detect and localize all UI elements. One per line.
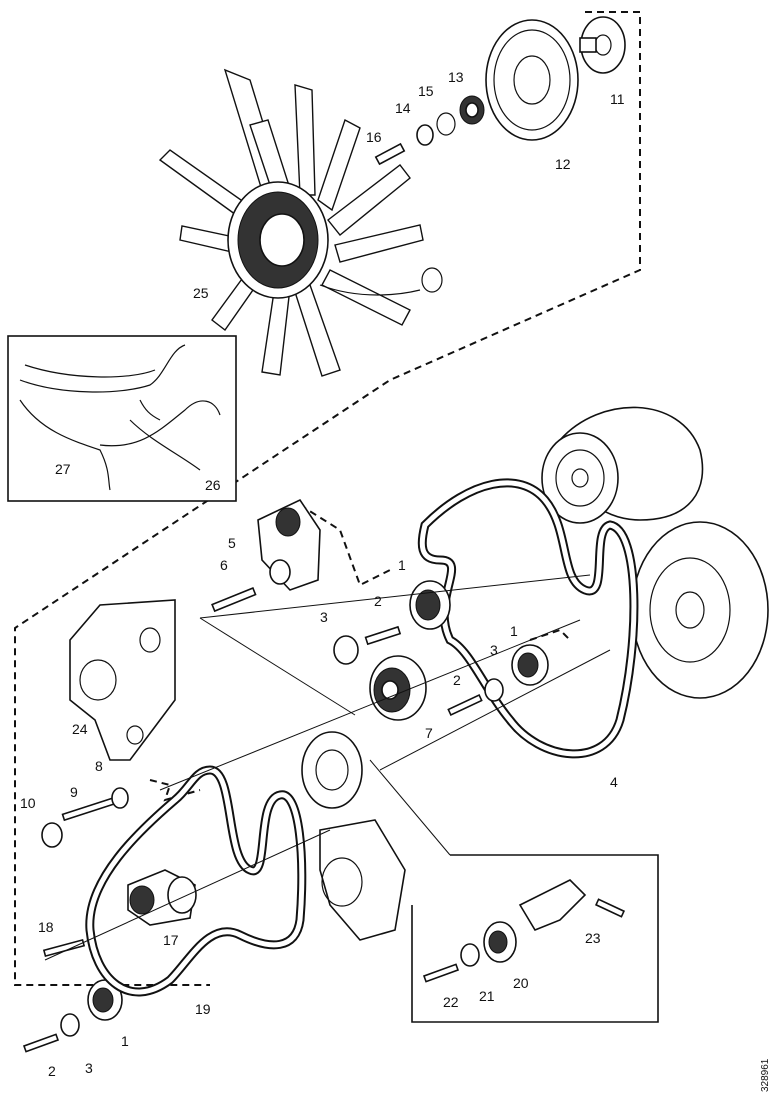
callout-2: 2: [48, 1063, 56, 1079]
callout-26: 26: [205, 477, 221, 493]
cooling-fan: [158, 68, 443, 377]
callout-8: 8: [95, 758, 103, 774]
wiring-harness-inset: [7, 335, 237, 502]
callout-21: 21: [479, 988, 495, 1004]
belt-tensioner-5: [211, 498, 321, 613]
callout-23: 23: [585, 930, 601, 946]
callout-5: 5: [228, 535, 236, 551]
callout-17: 17: [163, 932, 179, 948]
callout-27: 27: [55, 461, 71, 477]
mounting-bracket-24: [41, 599, 176, 848]
callout-24: 24: [72, 721, 88, 737]
leader-lines: [44, 574, 611, 961]
callout-25: 25: [193, 285, 209, 301]
callout-12: 12: [555, 156, 571, 172]
callout-18: 18: [38, 919, 54, 935]
callout-16: 16: [366, 129, 382, 145]
callout-19: 19: [195, 1001, 211, 1017]
callout-11: 11: [610, 91, 625, 107]
callout-9: 9: [70, 784, 78, 800]
callout-10: 10: [20, 795, 36, 811]
fan-pulley-assembly: [374, 16, 626, 166]
callout-1: 1: [398, 557, 406, 573]
callout-4: 4: [610, 774, 618, 790]
idler-pulleys: [22, 580, 549, 1053]
water-pump: [301, 731, 406, 941]
callout-22: 22: [443, 994, 459, 1010]
callout-15: 15: [418, 83, 434, 99]
compressor-and-crank-pulley: [541, 406, 769, 699]
callout-14: 14: [395, 100, 411, 116]
callout-1: 1: [121, 1033, 129, 1049]
drawing-code: 328961: [760, 1058, 771, 1092]
callout-7: 7: [425, 725, 433, 741]
callout-3: 3: [85, 1060, 93, 1076]
callout-1: 1: [510, 623, 518, 639]
callout-3: 3: [490, 642, 498, 658]
callout-20: 20: [513, 975, 529, 991]
callout-3: 3: [320, 609, 328, 625]
callout-13: 13: [448, 69, 464, 85]
callout-2: 2: [374, 593, 382, 609]
callout-2: 2: [453, 672, 461, 688]
pulley-kit-inset: [411, 854, 659, 1023]
callout-labels: 1 1 1 2 2 2 3 3 3 4 5 6 7 8 9 10 11 12 1…: [20, 69, 625, 1079]
callout-6: 6: [220, 557, 228, 573]
